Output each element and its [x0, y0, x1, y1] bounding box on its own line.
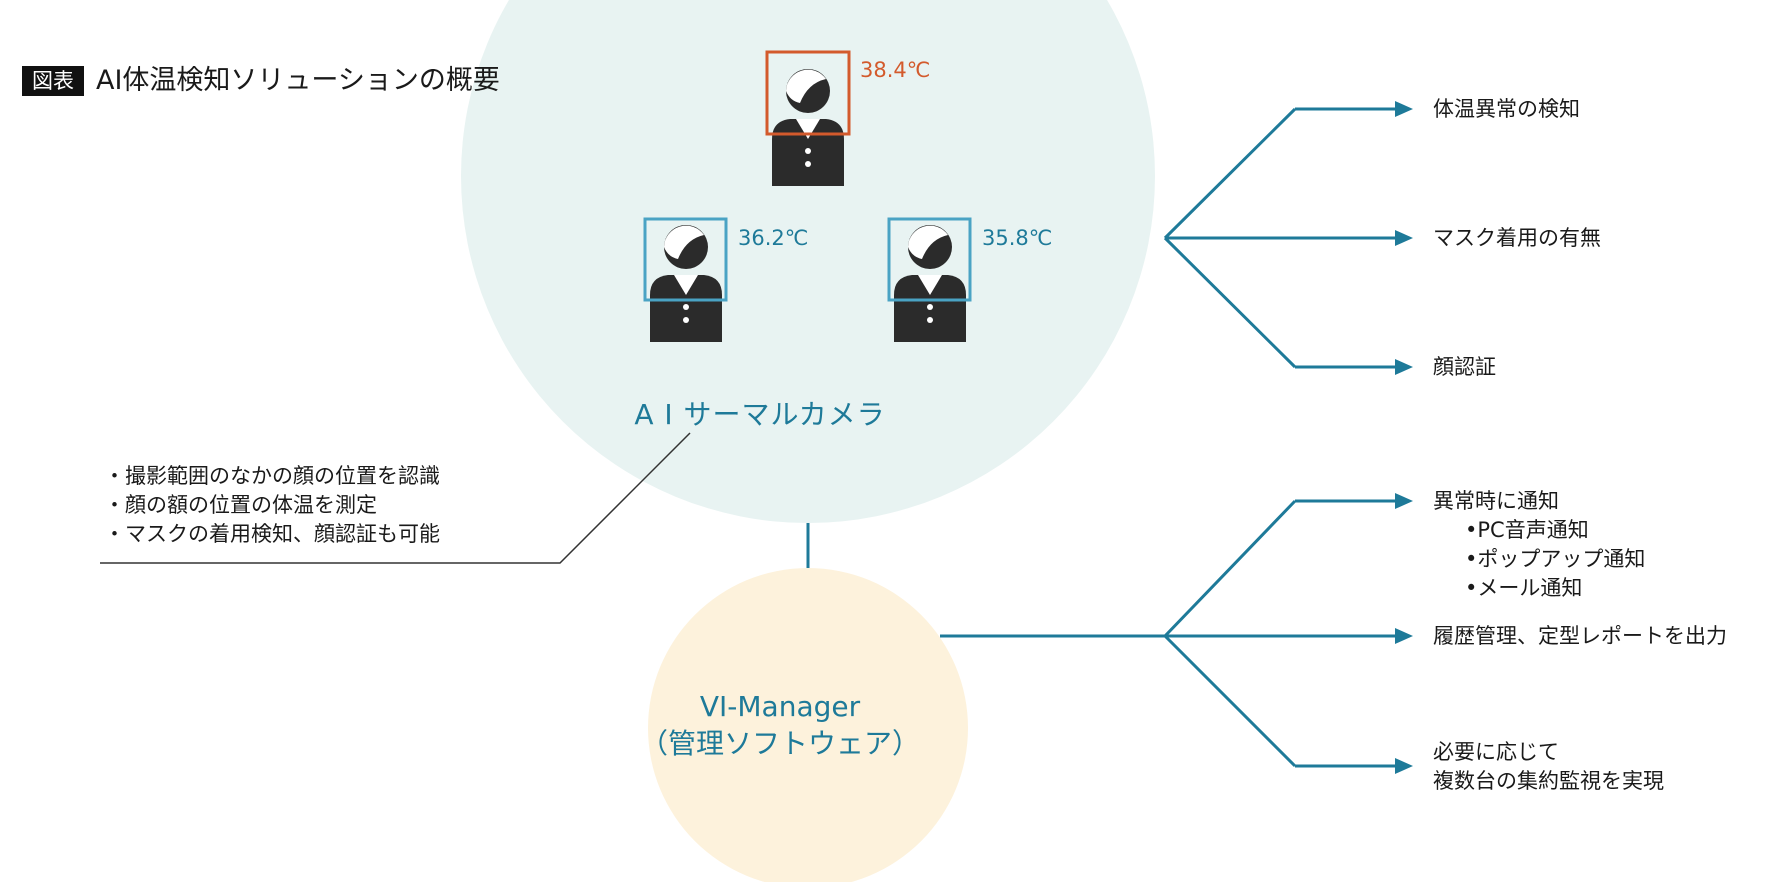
figure-badge: 図表: [22, 66, 84, 96]
camera-circle: [461, 0, 1155, 523]
manager-output-label: 異常時に通知: [1433, 489, 1559, 513]
camera-output-branches: [1163, 107, 1395, 369]
manager-circle: [648, 568, 968, 882]
manager-output-branches: [940, 499, 1395, 768]
face-detect-box-abnormal: [765, 50, 851, 136]
temperature-reading: 36.2℃: [738, 226, 809, 250]
manager-output-label: 履歴管理、定型レポートを出力: [1433, 624, 1727, 648]
temperature-reading: 38.4℃: [860, 58, 931, 82]
camera-feature-list: ・撮影範囲のなかの顔の位置を認識 ・顔の額の位置の体温を測定 ・マスクの着用検知…: [104, 462, 440, 549]
manager-output-arrowheads: [1395, 493, 1413, 774]
face-detect-box-normal: [887, 217, 972, 302]
figure-title: AI体温検知ソリューションの概要: [96, 65, 500, 96]
camera-feature-item: ・マスクの着用検知、顔認証も可能: [104, 522, 440, 546]
feature-pointer-line: [100, 432, 691, 564]
manager-output-label: 必要に応じて: [1433, 740, 1559, 764]
manager-subtitle: （管理ソフトウェア）: [639, 727, 920, 760]
notify-method-item: •PC音声通知: [1465, 518, 1589, 542]
manager-output-label-line2: 複数台の集約監視を実現: [1433, 769, 1664, 793]
face-detect-box-normal: [643, 217, 728, 302]
camera-output-item: マスク着用の有無: [1433, 226, 1601, 250]
camera-output-item: 体温異常の検知: [1433, 97, 1580, 121]
camera-output-arrowheads: [1395, 101, 1413, 375]
camera-feature-item: ・顔の額の位置の体温を測定: [104, 493, 377, 517]
figure-header: 図表 AI体温検知ソリューションの概要: [22, 66, 500, 96]
temperature-reading: 35.8℃: [982, 226, 1053, 250]
manager-name: VI-Manager: [699, 690, 861, 723]
camera-feature-item: ・撮影範囲のなかの顔の位置を認識: [104, 464, 440, 488]
camera-output-item: 顔認証: [1433, 355, 1496, 379]
camera-label: A I サーマルカメラ: [634, 398, 886, 431]
notify-method-item: •メール通知: [1465, 576, 1583, 600]
manager-output-aggregate: 必要に応じて 複数台の集約監視を実現: [1433, 738, 1664, 796]
manager-output-notify: 異常時に通知 •PC音声通知 •ポップアップ通知 •メール通知: [1433, 487, 1645, 603]
notify-method-item: •ポップアップ通知: [1465, 547, 1646, 571]
